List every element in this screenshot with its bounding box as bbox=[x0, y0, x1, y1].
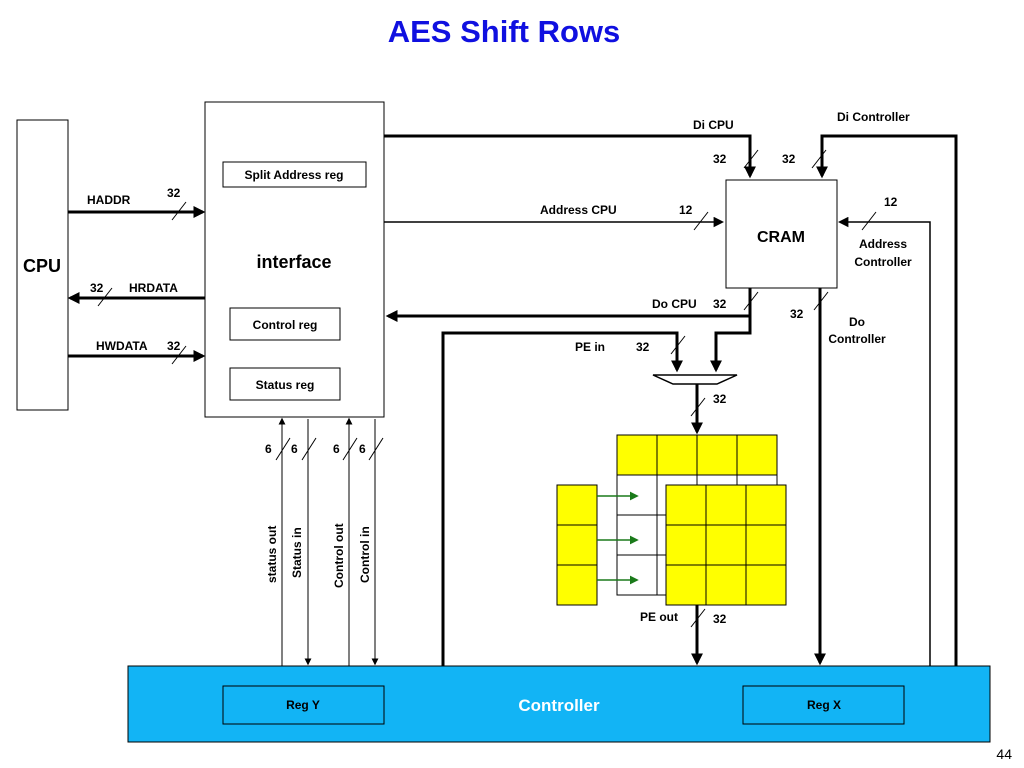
status-in-label: Status in bbox=[290, 527, 304, 578]
do-cpu-label: Do CPU bbox=[652, 297, 697, 311]
status-reg bbox=[229, 367, 341, 401]
status-in-width: 6 bbox=[291, 442, 298, 456]
control-reg-label: Control reg bbox=[253, 318, 318, 332]
pe-in-width: 32 bbox=[636, 340, 650, 354]
cpu-block bbox=[16, 119, 69, 411]
di-controller-label: Di Controller bbox=[837, 110, 910, 124]
address-cpu-width: 12 bbox=[679, 203, 693, 217]
reg-x-label: Reg X bbox=[807, 698, 841, 712]
do-to-mux-bus bbox=[710, 316, 752, 373]
cpu-label: CPU bbox=[23, 256, 61, 276]
do-controller-label-line2: Controller bbox=[828, 332, 886, 346]
interface-label: interface bbox=[256, 252, 331, 272]
hwdata-label: HWDATA bbox=[96, 339, 148, 353]
do-controller-width: 32 bbox=[790, 307, 804, 321]
address-cpu-label: Address CPU bbox=[540, 203, 617, 217]
reg-y-label: Reg Y bbox=[286, 698, 320, 712]
di-cpu-width: 32 bbox=[713, 152, 727, 166]
reg-x bbox=[742, 685, 905, 725]
interface-block bbox=[204, 101, 385, 418]
control-in-label: Control in bbox=[358, 526, 372, 583]
split-address-reg-label: Split Address reg bbox=[245, 168, 344, 182]
page-number: 44 bbox=[996, 746, 1012, 762]
control-reg bbox=[229, 307, 341, 341]
address-controller-label-line2: Controller bbox=[854, 255, 912, 269]
control-out-label: Control out bbox=[332, 523, 346, 588]
do-controller-label-line1: Do bbox=[849, 315, 865, 329]
hwdata-width: 32 bbox=[167, 339, 181, 353]
address-controller-label-line1: Address bbox=[859, 237, 907, 251]
di-controller-bus bbox=[816, 134, 958, 666]
pe-out-label: PE out bbox=[640, 610, 678, 624]
address-controller-width: 12 bbox=[884, 195, 898, 209]
address-controller-bus bbox=[837, 216, 931, 666]
pe-out-width: 32 bbox=[713, 612, 727, 626]
pe-in-bus bbox=[441, 331, 683, 666]
di-controller-width: 32 bbox=[782, 152, 796, 166]
status-out-label: status out bbox=[265, 526, 279, 583]
hrdata-width: 32 bbox=[90, 281, 104, 295]
controller-label: Controller bbox=[518, 696, 600, 715]
status-out-width: 6 bbox=[265, 442, 272, 456]
cram-block bbox=[725, 179, 838, 289]
mux bbox=[652, 374, 738, 385]
cram-label: CRAM bbox=[757, 229, 805, 246]
di-cpu-bus bbox=[384, 134, 756, 179]
reg-y bbox=[222, 685, 385, 725]
haddr-label: HADDR bbox=[87, 193, 131, 207]
mux-out-width: 32 bbox=[713, 392, 727, 406]
status-reg-label: Status reg bbox=[256, 378, 315, 392]
split-address-reg bbox=[222, 161, 367, 188]
control-out-width: 6 bbox=[333, 442, 340, 456]
pe-in-label: PE in bbox=[575, 340, 605, 354]
do-cpu-width: 32 bbox=[713, 297, 727, 311]
di-cpu-label: Di CPU bbox=[693, 118, 734, 132]
hrdata-label: HRDATA bbox=[129, 281, 178, 295]
state-matrix bbox=[556, 434, 787, 606]
slide-title: AES Shift Rows bbox=[388, 14, 621, 49]
haddr-width: 32 bbox=[167, 186, 181, 200]
control-in-width: 6 bbox=[359, 442, 366, 456]
